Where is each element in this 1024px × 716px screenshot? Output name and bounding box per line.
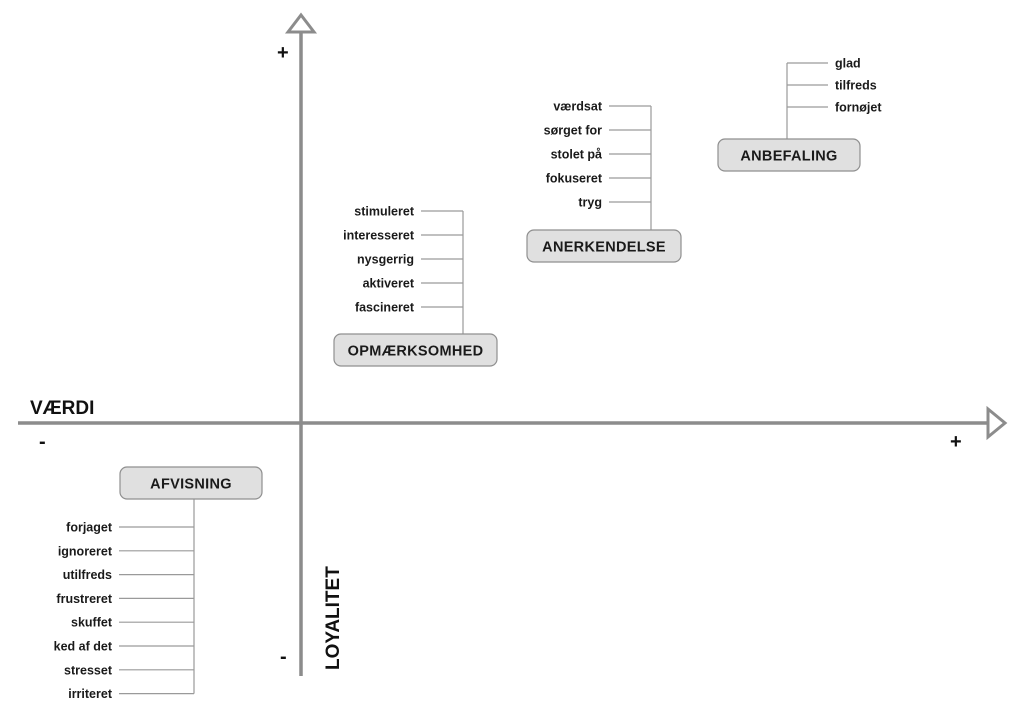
emotion-label: værdsat [553,100,602,114]
y-axis-title: LOYALITET [323,566,344,670]
emotion-label: fokuseret [546,172,603,186]
emotion-label: utilfreds [63,568,112,582]
emotion-label: irriteret [68,687,113,701]
emotion-label: stimuleret [354,205,415,219]
emotion-label: forjaget [66,521,113,535]
y-axis-plus-sign: + [277,42,289,64]
y-axis-arrow-icon [284,12,318,34]
emotion-label: fornøjet [835,101,882,115]
group-opmaerksomhed: stimuleret interesseret nysgerrig aktiveret… [333,205,498,367]
category-label: ANERKENDELSE [542,240,666,256]
category-box [119,466,263,500]
category-box [526,229,682,263]
emotion-label: ked af det [54,640,113,654]
emotion-label: nysgerrig [357,253,414,267]
category-box [717,138,861,172]
emotion-label: ignoreret [58,544,113,558]
emotion-label: glad [835,57,861,71]
emotion-label: tryg [578,196,602,210]
emotion-label: interesseret [343,229,415,243]
group-anerkendelse: værdsat sørget for stolet på fokuseret trygA… [526,100,682,263]
category-label: ANBEFALING [740,149,837,165]
emotion-label: tilfreds [835,79,877,93]
y-axis-minus-sign: - [280,646,287,668]
x-axis-arrow-icon [986,405,1008,441]
group-afvisning: forjaget ignoreret utilfreds frustreret skuf… [54,466,263,701]
emotion-label: fascineret [355,301,415,315]
emotion-label: frustreret [56,592,112,606]
category-label: AFVISNING [150,477,232,493]
axes [18,12,1008,676]
x-axis-plus-sign: + [950,431,962,453]
x-axis-title: VÆRDI [30,398,94,419]
category-label: OPMÆRKSOMHED [348,344,484,360]
emotion-label: stolet på [551,148,602,162]
emotion-label: aktiveret [363,277,415,291]
category-box [333,333,498,367]
emotion-label: stresset [64,663,113,677]
x-axis-minus-sign: - [39,431,46,453]
emotion-label: skuffet [71,616,113,630]
emotion-label: sørget for [544,124,602,138]
